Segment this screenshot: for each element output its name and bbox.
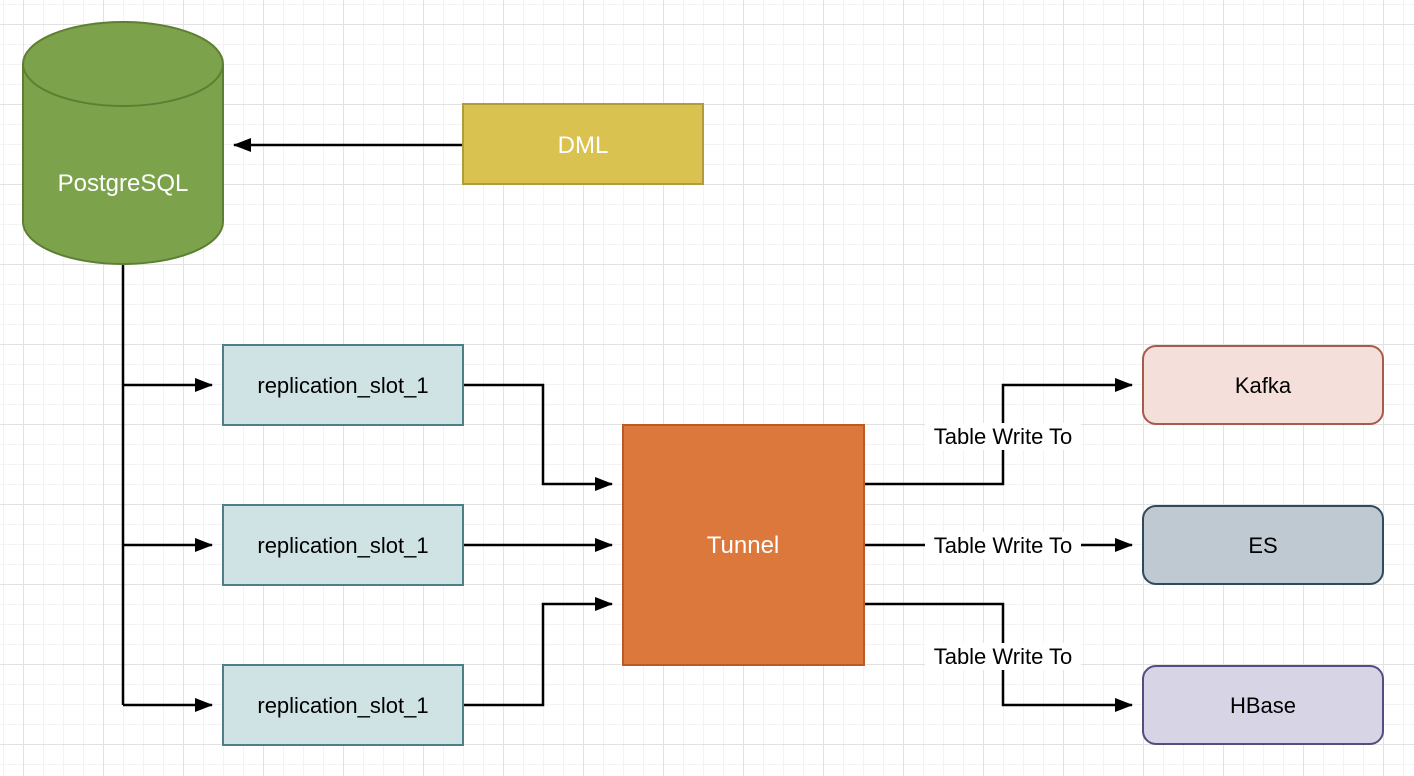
edge-slot-1-to-tunnel [463, 383, 613, 491]
node-replication-slot-1: replication_slot_1 [222, 344, 464, 426]
edge-label-es-text: Table Write To [934, 533, 1073, 558]
postgresql-label: PostgreSQL [58, 170, 189, 197]
replication-slot-1-label: replication_slot_1 [257, 373, 428, 398]
es-box [1142, 505, 1384, 585]
es-label: ES [1248, 533, 1277, 558]
node-replication-slot-2: replication_slot_1 [222, 504, 464, 586]
node-dml: DML [462, 103, 704, 185]
kafka-box [1142, 345, 1384, 425]
edge-label-es: Table Write To [925, 532, 1081, 559]
edge-label-es-bg [925, 532, 1081, 559]
edge-label-kafka-text: Table Write To [934, 424, 1073, 449]
database-cylinder-lip [22, 63, 224, 107]
tunnel-box [622, 424, 865, 666]
node-tunnel: Tunnel [622, 424, 865, 666]
edge-label-hbase-bg [925, 643, 1081, 670]
dml-box [462, 103, 704, 185]
node-hbase: HBase [1142, 665, 1384, 745]
replication-slot-2-box [222, 504, 464, 586]
edge-label-hbase: Table Write To [925, 643, 1081, 670]
edge-label-kafka-bg [925, 423, 1081, 450]
database-cylinder-icon [22, 21, 224, 265]
replication-slot-3-label: replication_slot_1 [257, 693, 428, 718]
edge-label-kafka: Table Write To [925, 423, 1081, 450]
dml-label: DML [558, 132, 609, 159]
node-es: ES [1142, 505, 1384, 585]
node-postgresql: PostgreSQL [22, 21, 224, 265]
kafka-label: Kafka [1235, 373, 1292, 398]
replication-slot-2-label: replication_slot_1 [257, 533, 428, 558]
hbase-label: HBase [1230, 693, 1296, 718]
replication-slot-1-box [222, 344, 464, 426]
edge-label-hbase-text: Table Write To [934, 644, 1073, 669]
hbase-box [1142, 665, 1384, 745]
edge-slot-3-to-tunnel [463, 597, 613, 707]
node-replication-slot-3: replication_slot_1 [222, 664, 464, 746]
node-kafka: Kafka [1142, 345, 1384, 425]
tunnel-label: Tunnel [707, 532, 780, 559]
replication-slot-3-box [222, 664, 464, 746]
